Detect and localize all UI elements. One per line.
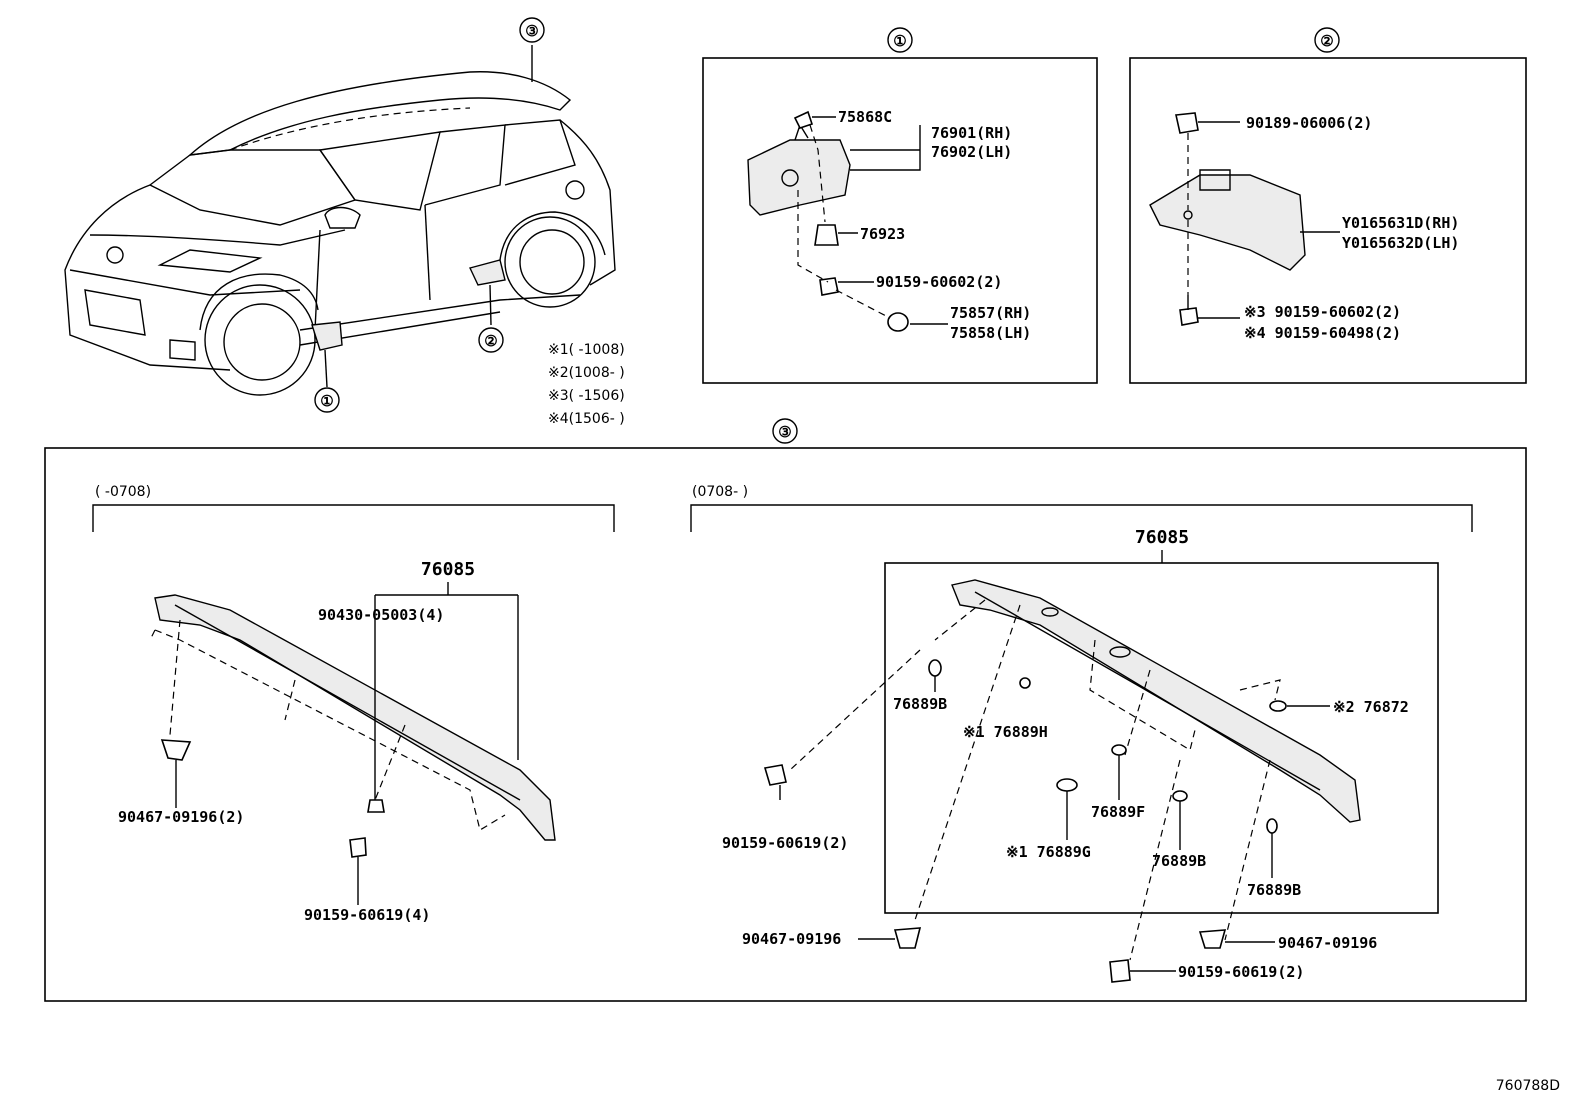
part-90467-09196-late-right: 90467-09196 bbox=[1278, 934, 1377, 952]
vehicle-illustration bbox=[64, 45, 616, 396]
part-90467-09196-early: 90467-09196(2) bbox=[118, 808, 244, 826]
part-76889H: ※1 76889H bbox=[963, 723, 1048, 741]
part-76923: 76923 bbox=[860, 225, 905, 243]
assembly-76085-early: 76085 bbox=[421, 559, 475, 580]
part-y0165631d-rh: Y0165631D(RH) bbox=[1342, 214, 1459, 232]
marker-2-car: ② bbox=[478, 327, 504, 353]
marker-2-car-text: ② bbox=[484, 332, 497, 350]
part-90159-60619-late-left: 90159-60619(2) bbox=[722, 834, 848, 852]
section-3-marker: ③ bbox=[778, 423, 791, 441]
part-90467-09196-late-left: 90467-09196 bbox=[742, 930, 841, 948]
part-75857-rh: 75857(RH) bbox=[950, 304, 1031, 322]
part-75858-lh: 75858(LH) bbox=[950, 324, 1031, 342]
roof-spoiler-late: (0708- ) 76085 bbox=[690, 484, 1473, 983]
part-76889B-top: 76889B bbox=[893, 695, 947, 713]
part-75868C: 75868C bbox=[838, 108, 892, 126]
part-90430-05003: 90430-05003(4) bbox=[318, 606, 444, 624]
part-y0165632d-lh: Y0165632D(LH) bbox=[1342, 234, 1459, 252]
marker-1-car: ① bbox=[314, 387, 340, 413]
section-2-marker: ② bbox=[1320, 32, 1333, 50]
marker-3-car-text: ③ bbox=[525, 22, 538, 40]
section-2-panel: ② 90189-06006(2) Y0165631D(RH) Y0165632D… bbox=[1129, 27, 1527, 384]
note-1: ※1( -1008) bbox=[548, 342, 625, 358]
section-3-panel: ③ ( -0708) 76085 bbox=[44, 418, 1527, 1002]
roof-spoiler-early: ( -0708) 76085 90430-0 bbox=[92, 484, 615, 924]
part-76901-rh: 76901(RH) bbox=[931, 124, 1012, 142]
spoiler-late-part bbox=[951, 579, 1361, 823]
applicability-notes: ※1( -1008) ※2(1008- ) ※3( -1506) ※4(1506… bbox=[548, 342, 625, 427]
part-90159-60602: 90159-60602(2) bbox=[876, 273, 1002, 291]
note-4: ※4(1506- ) bbox=[548, 411, 625, 427]
section-1-panel: ① 75868C 76901(RH) 76902(LH) 76923 90159… bbox=[702, 27, 1098, 384]
assembly-76085-late: 76085 bbox=[1135, 527, 1189, 548]
part-90159-60498-note4: ※4 90159-60498(2) bbox=[1244, 324, 1401, 342]
spoiler-early-part bbox=[154, 594, 556, 841]
section-1-marker: ① bbox=[893, 32, 906, 50]
mudguard-front-part bbox=[747, 139, 851, 216]
diagram-code: 760788D bbox=[1496, 1078, 1560, 1094]
marker-3-car: ③ bbox=[519, 17, 545, 43]
part-76889F: 76889F bbox=[1091, 803, 1145, 821]
part-90159-60619-early: 90159-60619(4) bbox=[304, 906, 430, 924]
period-late: (0708- ) bbox=[692, 484, 748, 500]
note-3: ※3( -1506) bbox=[548, 388, 625, 404]
part-76872: ※2 76872 bbox=[1333, 698, 1409, 716]
mudguard-rear-part bbox=[1149, 174, 1306, 271]
part-90159-60602-note3: ※3 90159-60602(2) bbox=[1244, 303, 1401, 321]
part-76889B-right: 76889B bbox=[1247, 881, 1301, 899]
part-90159-60619-late-bottom: 90159-60619(2) bbox=[1178, 963, 1304, 981]
note-2: ※2(1008- ) bbox=[548, 365, 625, 381]
part-90189-06006: 90189-06006(2) bbox=[1246, 114, 1372, 132]
marker-1-car-text: ① bbox=[320, 392, 333, 410]
part-76889B-middle: 76889B bbox=[1152, 852, 1206, 870]
period-early: ( -0708) bbox=[95, 484, 151, 500]
part-76889G: ※1 76889G bbox=[1006, 843, 1091, 861]
part-76902-lh: 76902(LH) bbox=[931, 143, 1012, 161]
